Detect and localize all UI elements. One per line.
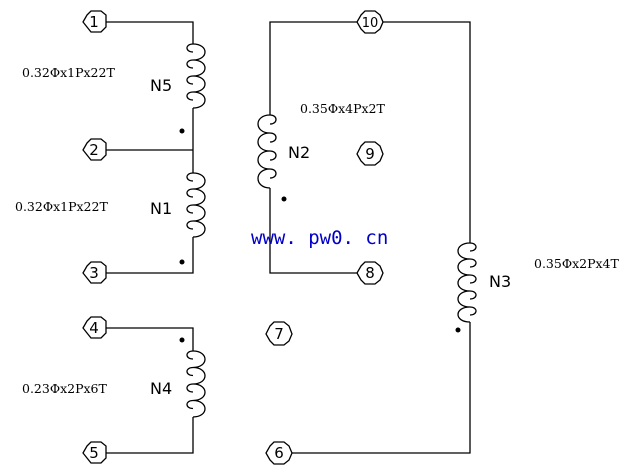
- winding-n4-label: N4: [150, 379, 172, 398]
- wire-pin1-n5: [106, 21, 194, 44]
- watermark-text: www. pw0. cn: [251, 227, 388, 249]
- wire-pin4-n4: [106, 327, 194, 351]
- pin-9-label: 9: [365, 145, 375, 163]
- pin-7-label: 7: [274, 325, 284, 343]
- coil-n3: [457, 242, 477, 323]
- pin-10: 10: [356, 10, 384, 34]
- coil-n1: [186, 172, 206, 238]
- coil-n5: [186, 43, 206, 109]
- winding-n3-spec: 0.35Φx2Px4T: [534, 256, 619, 271]
- pin-8: 8: [356, 261, 384, 285]
- wire-n2-pin8: [269, 188, 357, 274]
- winding-n5-spec: 0.32Φx1Px22T: [22, 65, 115, 80]
- wire-pin10-n2: [269, 21, 357, 115]
- pin-6: 6: [265, 441, 293, 465]
- polarity-dot-n4: [179, 337, 185, 343]
- wire-pin10-n3: [383, 21, 471, 243]
- polarity-dot-n1: [179, 259, 185, 265]
- pin-4-label: 4: [89, 319, 99, 337]
- polarity-dot-n5: [179, 128, 185, 134]
- pin-7: 7: [265, 321, 293, 346]
- winding-n5-label: N5: [150, 76, 172, 95]
- pin-3-label: 3: [89, 264, 99, 282]
- pin-6-label: 6: [274, 444, 284, 462]
- winding-n1-label: N1: [150, 199, 172, 218]
- pin-4: 4: [82, 316, 107, 339]
- pin-2: 2: [82, 138, 107, 161]
- pin-5-label: 5: [89, 444, 99, 462]
- pin-1-label: 1: [89, 13, 99, 31]
- coil-n2: [257, 114, 277, 189]
- wire-n4-pin5: [106, 417, 194, 454]
- coil-n4: [186, 350, 206, 418]
- wire-n3-pin6: [292, 322, 471, 454]
- pin-2-label: 2: [89, 141, 99, 159]
- pin-3: 3: [82, 261, 107, 284]
- winding-n1-spec: 0.32Φx1Px22T: [15, 199, 108, 214]
- pin-10-label: 10: [362, 16, 379, 31]
- pin-9: 9: [356, 141, 384, 166]
- pin-8-label: 8: [365, 264, 375, 282]
- polarity-dot-n3: [455, 327, 461, 333]
- pin-5: 5: [82, 441, 107, 464]
- pin-1: 1: [82, 10, 107, 33]
- winding-n2-label: N2: [288, 143, 310, 162]
- winding-n2-spec: 0.35Φx4Px2T: [300, 101, 385, 116]
- wire-n1-pin3: [106, 237, 194, 274]
- winding-n4-spec: 0.23Φx2Px6T: [22, 381, 107, 396]
- polarity-dot-n2: [281, 196, 287, 202]
- winding-n3-label: N3: [489, 272, 511, 291]
